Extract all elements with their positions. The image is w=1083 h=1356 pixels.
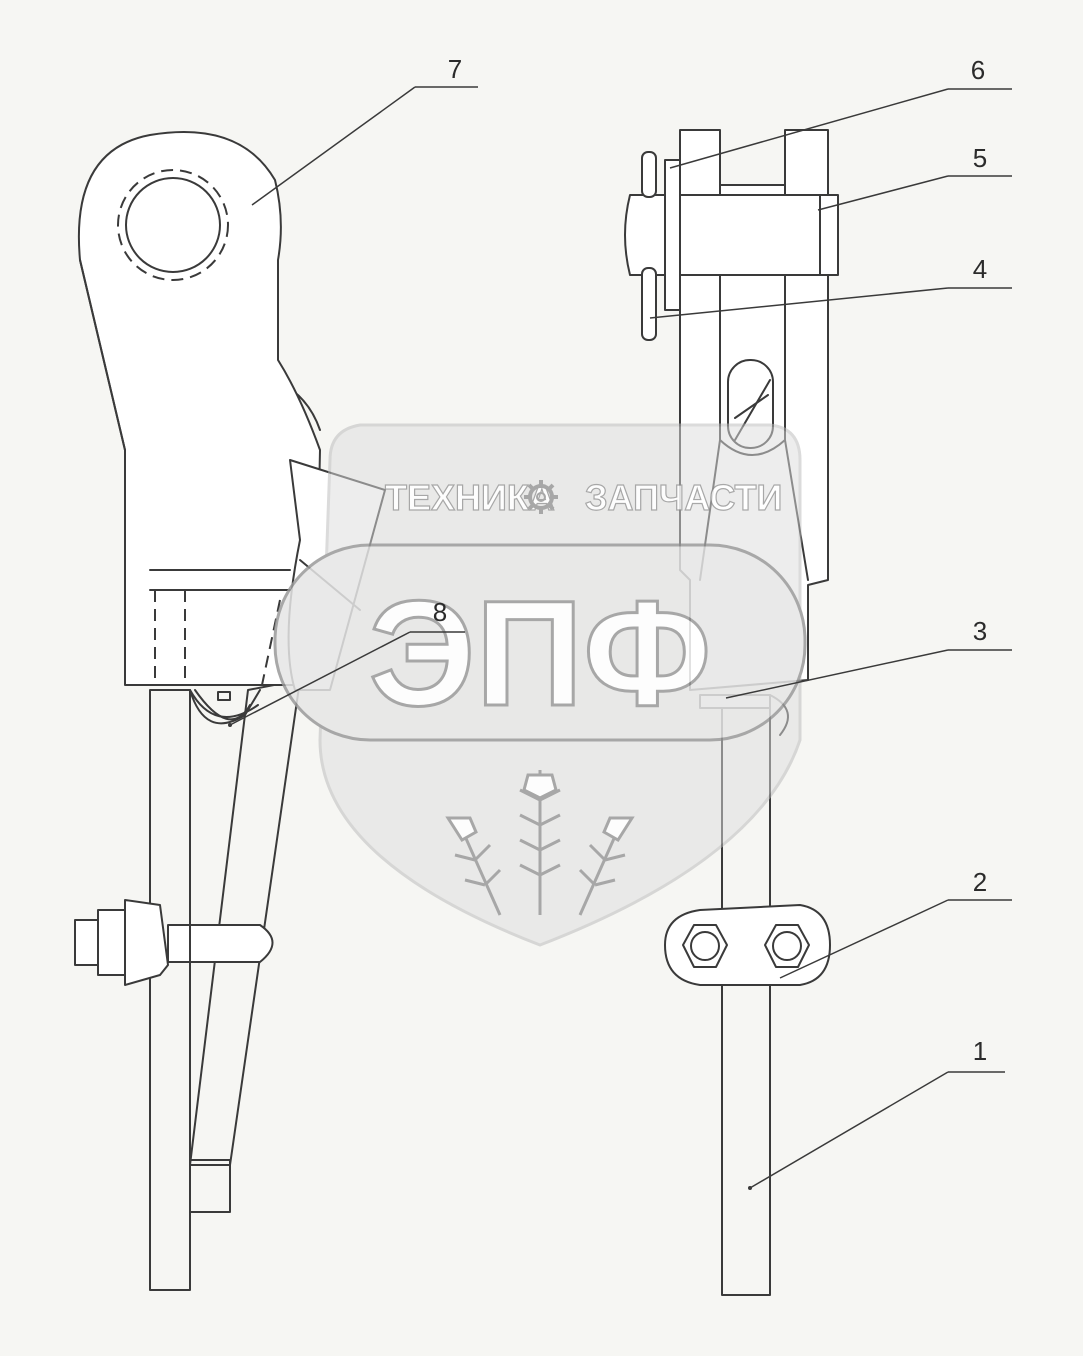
callout-label-8: 8 (433, 597, 447, 627)
callout-label-4: 4 (973, 254, 987, 284)
callout-label-7: 7 (448, 54, 462, 84)
callout-8: 8 (228, 597, 465, 727)
callout-3: 3 (725, 616, 1012, 699)
washer (664, 159, 681, 311)
watermark-brand-right: ЗАПЧАСТИ (585, 477, 782, 518)
rope-end-ferrule (189, 1159, 231, 1213)
wheat-icon (445, 770, 635, 916)
watermark: ТЕХНИКА ЗАПЧАСТИ ЭПФ (273, 423, 807, 947)
callout-label-6: 6 (971, 55, 985, 85)
callout-5: 5 (817, 143, 1012, 211)
watermark-logo-badge (273, 543, 807, 742)
callout-6: 6 (669, 55, 1012, 169)
clevis-pin (624, 194, 839, 276)
eye-bolt (77, 131, 321, 686)
cotter-pin (641, 267, 657, 341)
rope-clip-left (74, 899, 274, 986)
rope-left-main (149, 689, 191, 1291)
callout-2: 2 (779, 867, 1012, 979)
rope-clip-right (664, 904, 831, 986)
callout-4: 4 (649, 254, 1012, 319)
callout-label-2: 2 (973, 867, 987, 897)
rope-left-tail (189, 679, 301, 1166)
gear-icon (524, 480, 558, 514)
callout-label-3: 3 (973, 616, 987, 646)
callout-label-1: 1 (973, 1036, 987, 1066)
callouts: 7 6 5 4 3 2 1 (228, 54, 1012, 1190)
eye-bolt-hole (125, 177, 221, 273)
watermark-logo-letters: ЭПФ (369, 569, 712, 737)
callout-1: 1 (748, 1036, 1005, 1190)
callout-7: 7 (251, 54, 478, 206)
callout-label-5: 5 (973, 143, 987, 173)
